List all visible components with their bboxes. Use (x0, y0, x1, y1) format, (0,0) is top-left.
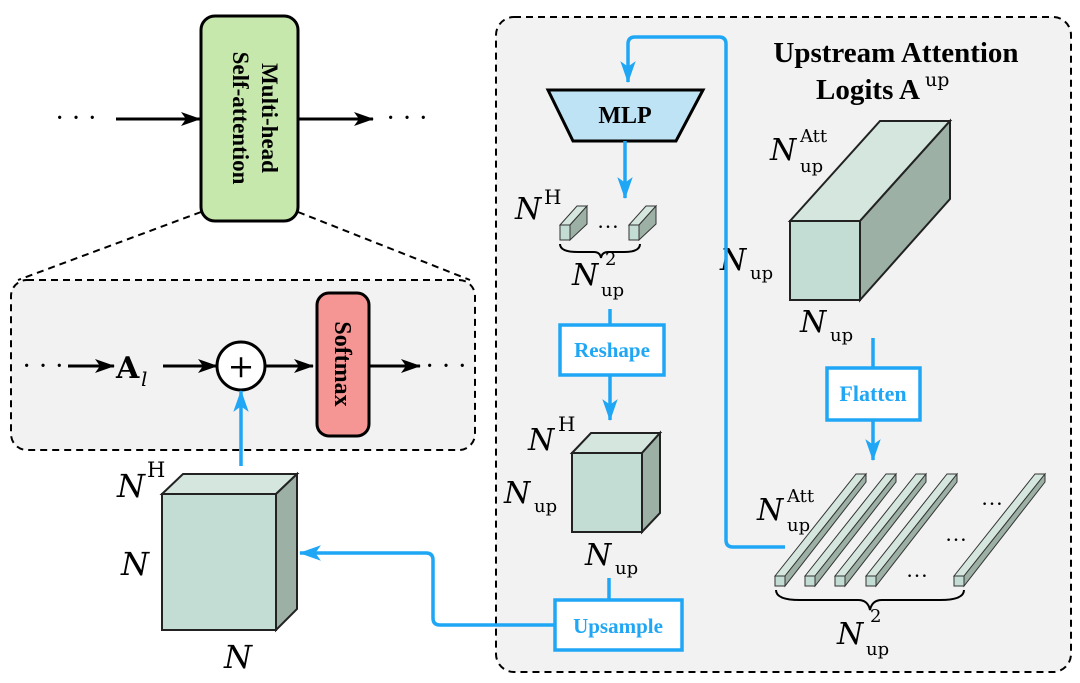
prism-depth-sub: up (800, 156, 823, 177)
ellipsis-right: · · · (386, 103, 428, 134)
cube-width-N: N (223, 638, 253, 676)
small-cube-width-sub: up (615, 558, 638, 579)
bar (952, 472, 1047, 588)
upsample-label: Upsample (573, 614, 663, 638)
upstream-title-sup: up (925, 69, 949, 91)
loop-arrow-to-mlp (620, 35, 785, 549)
bars-ellipsis-bottom: … (906, 557, 928, 582)
ellipsis-left-inner: · · · (22, 351, 64, 382)
logits-prism-front (789, 220, 861, 301)
flattened-bars: … … … N 2 up N Att up (756, 472, 1047, 660)
attention-A-symbol: A (115, 351, 140, 386)
mlp-label: MLP (598, 103, 651, 129)
mhsa-label-line2: Self-attention (228, 52, 253, 185)
upstream-title-line1: Upstream Attention (773, 37, 1018, 69)
prism-width-N: N (799, 305, 828, 340)
attention-subscript-l: l (141, 367, 147, 391)
vectors-sup-H: H (544, 185, 561, 209)
bars-count-sub: up (866, 639, 889, 660)
cube-depth-N: N (116, 467, 146, 505)
mhsa-block (199, 14, 300, 223)
bar (833, 472, 928, 588)
bars-ellipsis-mid: … (945, 521, 967, 546)
flatten-label: Flatten (839, 381, 906, 406)
prism-height-N: N (719, 243, 748, 278)
bars-count-N: N (836, 617, 865, 652)
prism-depth-N: N (769, 133, 798, 168)
bars-count-sup: 2 (870, 606, 881, 627)
vectors-ellipsis: … (597, 208, 619, 233)
mhsa-row: · · · Multi-head Self-attention · · · (55, 14, 428, 223)
softmax-label: Softmax (329, 321, 355, 406)
attention-detail-panel: · · · A l + Softmax · · · (10, 279, 476, 451)
bar (803, 472, 898, 588)
reshape-block (558, 323, 666, 377)
bars-depth-N: N (756, 493, 785, 528)
vectors-N: N (514, 192, 543, 227)
softmax-block (315, 291, 371, 438)
plus-icon: + (228, 347, 255, 385)
cube-depth-sup-H: H (147, 458, 165, 482)
bar (773, 472, 868, 588)
small-cube-width-N: N (584, 538, 613, 573)
vectors-count-sub: up (601, 280, 624, 301)
upstream-panel: Upstream Attention Logits A up N Att up … (495, 16, 1072, 673)
ellipsis-right-inner: · · · (425, 351, 467, 382)
zoom-line-left (17, 211, 202, 281)
bars-brace (775, 589, 965, 611)
small-cube-height-sub: up (534, 496, 557, 517)
bars-depth-sub: up (787, 515, 810, 536)
prism-height-sub: up (750, 263, 773, 284)
reshape-label: Reshape (574, 338, 650, 362)
ellipsis-left: · · · (55, 103, 97, 134)
zoom-line-right (297, 211, 471, 281)
cube-height-N: N (120, 545, 150, 583)
vectors-brace (559, 243, 641, 259)
prism-width-sub: up (830, 325, 853, 346)
bar (864, 472, 959, 588)
cube-front-face (161, 493, 277, 631)
small-cube-height-N: N (503, 476, 532, 511)
prism-depth-sup: Att (799, 126, 828, 147)
mlp-block (545, 88, 706, 143)
mhsa-label-line1: Multi-head (257, 63, 282, 173)
small-cube-sup-H: H (558, 412, 575, 436)
upstream-title-line2: Logits A (816, 74, 920, 106)
vectors-count-sup: 2 (605, 249, 616, 270)
attention-bias-cube: N H N N (116, 458, 300, 676)
arrow-upsample-to-bias (298, 545, 555, 627)
upsample-block (553, 598, 684, 652)
cube-side-face (275, 471, 298, 633)
bars-depth-sup: Att (786, 486, 815, 507)
head-vectors: … N H N 2 up (514, 185, 658, 301)
vectors-count-N: N (571, 258, 600, 293)
reshaped-cube: N H N up N up (503, 412, 663, 579)
small-cube-N: N (527, 423, 556, 458)
bars-ellipsis-top: … (981, 485, 1003, 510)
cube-top-face (159, 473, 300, 495)
